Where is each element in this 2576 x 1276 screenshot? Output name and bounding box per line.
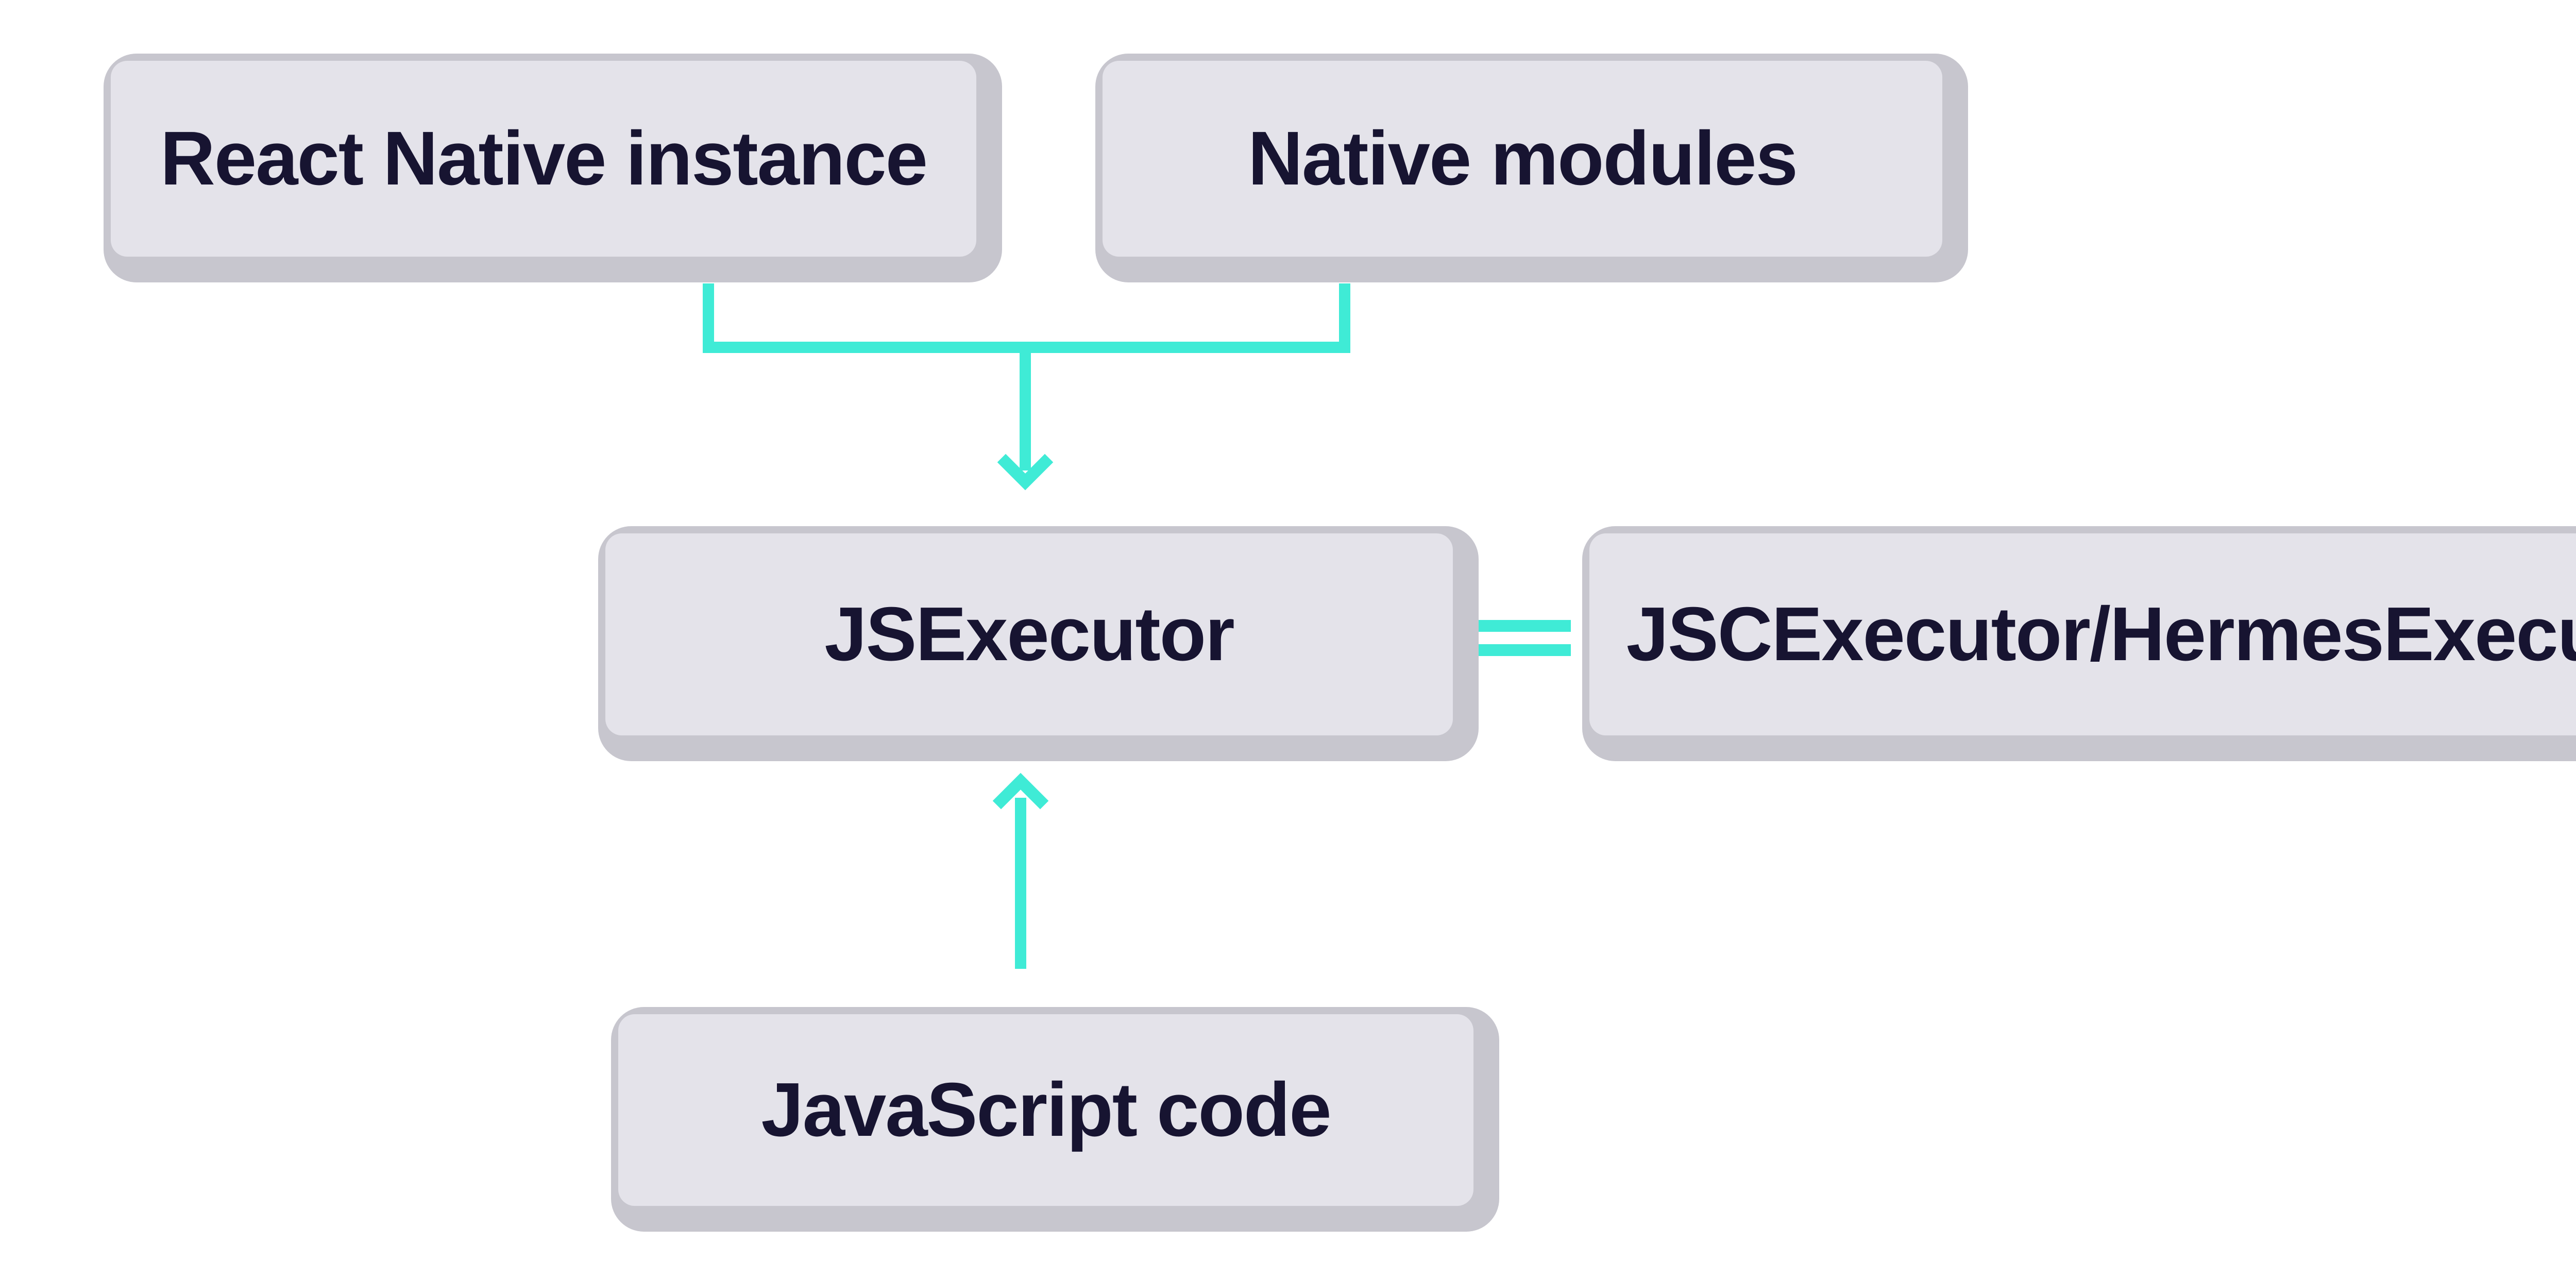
equals-connector — [1465, 620, 1571, 656]
node-js-executor: JSExecutor — [605, 533, 1453, 735]
node-label: JSCExecutor/HermesExecutor — [1626, 592, 2576, 677]
arrow-down-icon — [997, 454, 1054, 491]
node-label: JavaScript code — [761, 1067, 1331, 1152]
node-jsc-hermes-executor: JSCExecutor/HermesExecutor — [1589, 533, 2576, 735]
merge-right-drop-line — [1339, 283, 1350, 352]
node-react-native-instance: React Native instance — [111, 61, 976, 257]
node-javascript-code: JavaScript code — [618, 1014, 1473, 1206]
arrow-up-icon — [992, 773, 1049, 810]
merge-connector — [703, 283, 1350, 491]
equals-bottom-bar — [1465, 644, 1571, 656]
merge-left-drop-line — [703, 283, 714, 352]
node-label: React Native instance — [160, 116, 928, 201]
up-arrow-connector — [992, 773, 1049, 969]
node-label: Native modules — [1248, 116, 1798, 201]
merge-stem-line — [1020, 342, 1031, 471]
node-label: JSExecutor — [824, 592, 1234, 677]
up-arrow-shaft-line — [1015, 798, 1026, 969]
equals-top-bar — [1465, 620, 1571, 632]
node-native-modules: Native modules — [1103, 61, 1942, 257]
